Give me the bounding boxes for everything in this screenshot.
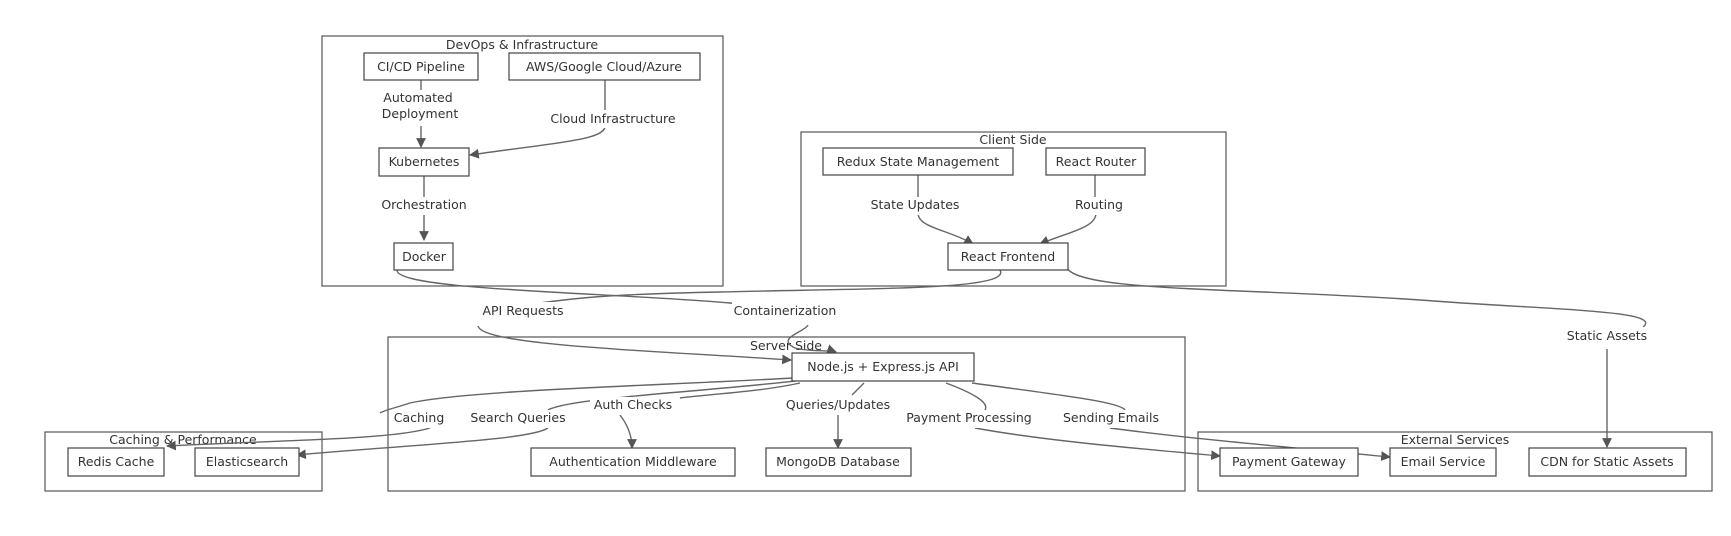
node-label-cicd-pipeline: CI/CD Pipeline	[377, 59, 465, 74]
node-label-docker: Docker	[402, 249, 447, 264]
node-label-cdn-static-assets: CDN for Static Assets	[1540, 454, 1673, 469]
node-label-payment-gateway: Payment Gateway	[1232, 454, 1347, 469]
edges	[167, 79, 1647, 457]
node-label-react-router: React Router	[1056, 154, 1138, 169]
edge-label-automated-deployment-1: Automated	[383, 90, 452, 105]
node-react-frontend[interactable]: React Frontend	[947, 242, 1069, 271]
node-label-email-service: Email Service	[1401, 454, 1486, 469]
edge-label-payment-processing: Payment Processing	[906, 410, 1031, 425]
cluster-title-external: External Services	[1401, 432, 1510, 447]
edge-label-automated-deployment-2: Deployment	[382, 106, 459, 121]
node-authentication-middleware[interactable]: Authentication Middleware	[530, 447, 736, 477]
node-elasticsearch[interactable]: Elasticsearch	[194, 447, 300, 477]
edge-labels: Automated Deployment Cloud Infrastructur…	[378, 90, 1653, 428]
node-mongodb-database[interactable]: MongoDB Database	[765, 447, 912, 477]
edge-api-redis	[167, 377, 794, 446]
node-redis-cache[interactable]: Redis Cache	[67, 447, 165, 477]
node-label-elasticsearch: Elasticsearch	[206, 454, 288, 469]
node-email-service[interactable]: Email Service	[1389, 447, 1497, 477]
edge-router-frontend	[1040, 175, 1097, 244]
node-express-api[interactable]: Node.js + Express.js API	[791, 352, 975, 382]
edge-label-auth-checks: Auth Checks	[594, 397, 672, 412]
node-label-redis-cache: Redis Cache	[78, 454, 155, 469]
edge-label-cloud-infrastructure: Cloud Infrastructure	[550, 111, 676, 126]
node-cdn-static-assets[interactable]: CDN for Static Assets	[1528, 447, 1687, 477]
edge-api-auth	[619, 382, 801, 448]
edge-frontend-cdn	[1066, 267, 1647, 447]
edge-cloud-kubernetes	[470, 80, 606, 155]
edge-api-mongodb	[838, 382, 865, 448]
node-cloud-provider[interactable]: AWS/Google Cloud/Azure	[508, 52, 701, 81]
cluster-title-devops: DevOps & Infrastructure	[446, 37, 599, 52]
edge-frontend-api	[477, 269, 1002, 360]
node-docker[interactable]: Docker	[393, 242, 454, 271]
edge-label-static-assets: Static Assets	[1567, 328, 1647, 343]
node-label-mongodb-database: MongoDB Database	[776, 454, 900, 469]
cluster-title-client: Client Side	[979, 132, 1047, 147]
node-cicd-pipeline[interactable]: CI/CD Pipeline	[363, 52, 479, 81]
edge-label-caching: Caching	[394, 410, 445, 425]
node-label-redux-state-management: Redux State Management	[837, 154, 1000, 169]
node-label-express-api: Node.js + Express.js API	[807, 359, 959, 374]
node-label-kubernetes: Kubernetes	[389, 154, 460, 169]
node-label-react-frontend: React Frontend	[961, 249, 1055, 264]
edge-redux-frontend	[917, 175, 973, 244]
edge-label-orchestration: Orchestration	[381, 197, 466, 212]
edge-label-queries-updates: Queries/Updates	[786, 397, 890, 412]
node-kubernetes[interactable]: Kubernetes	[378, 147, 470, 177]
node-redux-state-management[interactable]: Redux State Management	[822, 147, 1014, 176]
edge-label-api-requests: API Requests	[482, 303, 563, 318]
node-react-router[interactable]: React Router	[1045, 147, 1146, 176]
edge-label-routing: Routing	[1075, 197, 1123, 212]
node-label-cloud-provider: AWS/Google Cloud/Azure	[526, 59, 682, 74]
edge-label-sending-emails: Sending Emails	[1063, 410, 1159, 425]
edge-label-containerization: Containerization	[734, 303, 837, 318]
node-payment-gateway[interactable]: Payment Gateway	[1219, 447, 1359, 477]
node-label-authentication-middleware: Authentication Middleware	[549, 454, 717, 469]
edge-api-elastic	[297, 380, 796, 455]
edge-api-payment	[945, 382, 1220, 456]
edge-label-search-queries: Search Queries	[470, 410, 565, 425]
edge-label-state-updates: State Updates	[871, 197, 960, 212]
